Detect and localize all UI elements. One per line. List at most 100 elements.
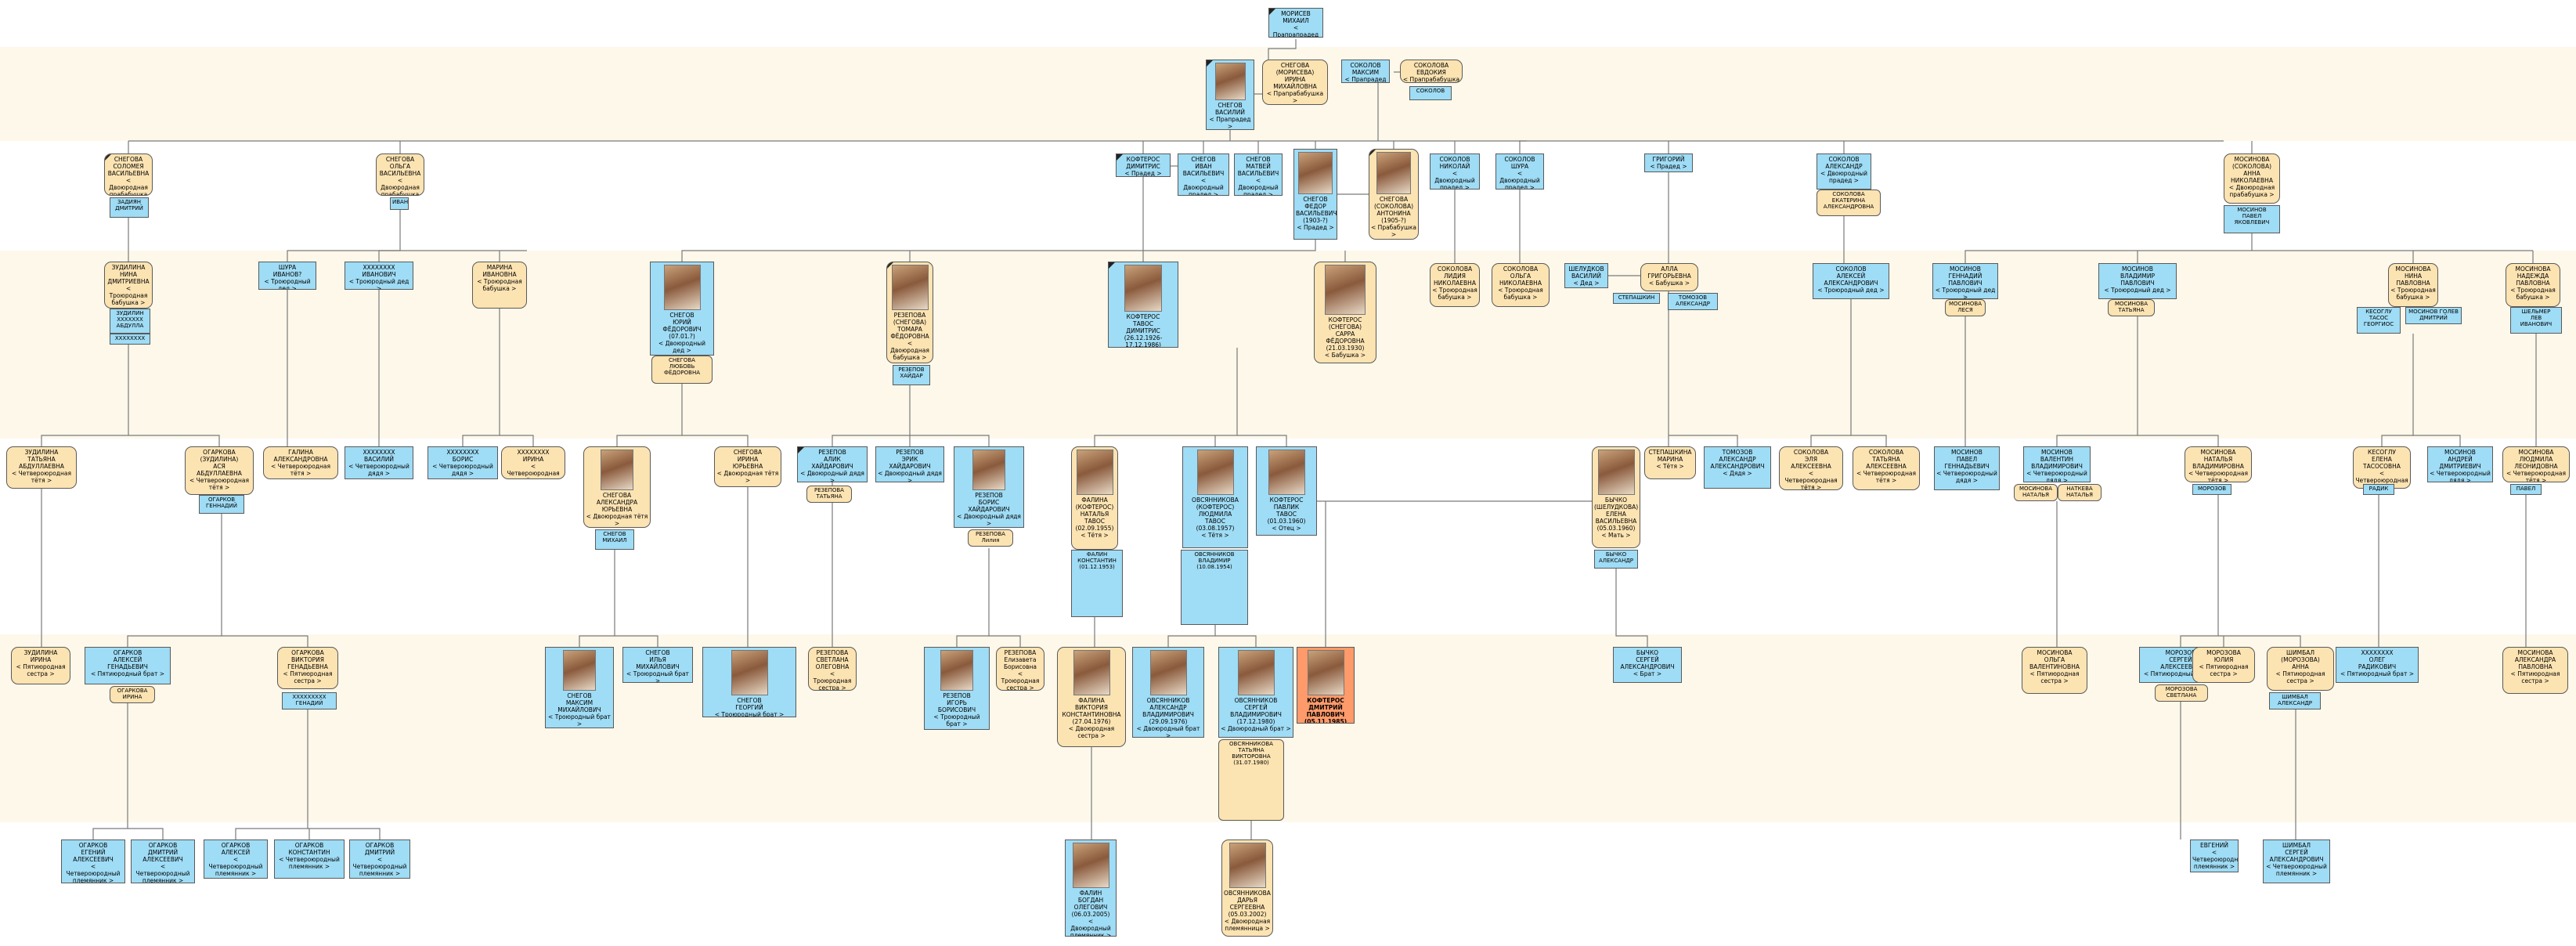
person-card-sn-maksim[interactable]: СНЕГОВ МАКСИМ МИХАЙЛОВИЧ< Троюродный бра… bbox=[545, 647, 614, 728]
spouse-card-sn-lyubov[interactable]: СНЕГОВА ЛЮБОВЬ ФЁДОРОВНА bbox=[651, 356, 713, 384]
person-card-sn-matvey[interactable]: СНЕГОВ МАТВЕЙ ВАСИЛЬЕВИЧ< Двоюродный пра… bbox=[1234, 153, 1283, 196]
person-card-rez-erik[interactable]: РЕЗЕПОВ ЭРИК ХАЙДАРОВИЧ< Двоюродный дядя… bbox=[875, 446, 944, 482]
spouse-card-fal-konstantin[interactable]: ФАЛИН КОНСТАНТИН (01.12.1953) bbox=[1071, 550, 1123, 617]
person-card-mos-aleksandra[interactable]: МОСИНОВА АЛЕКСАНДРА ПАВЛОВНА< Пятиюродна… bbox=[2502, 647, 2568, 694]
person-card-og-dmitriy-a[interactable]: ОГАРКОВ ДМИТРИЙ АЛЕКСЕЕВИЧ< Четвероюродн… bbox=[131, 839, 195, 883]
person-card-sn-irina-yu[interactable]: СНЕГОВА ИРИНА ЮРЬЕВНА< Двоюродная тётя > bbox=[714, 446, 781, 487]
person-card-rez-tamara[interactable]: РЕЗЕПОВА (СНЕГОВА) ТОМАРА ФЁДОРОВНА< Дво… bbox=[886, 262, 933, 363]
person-card-og-aleksey[interactable]: ОГАРКОВ АЛЕКСЕЙ ГЕНАДЬЕВИЧ< Пятиюродный … bbox=[85, 647, 171, 684]
person-card-ovs-aleksandr[interactable]: ОВСЯННИКОВ АЛЕКСАНДР ВЛАДИМИРОВИЧ (29.09… bbox=[1132, 647, 1204, 738]
person-card-zud-irina[interactable]: ЗУДИЛИНА ИРИНА< Пятиюродная сестра > bbox=[11, 647, 70, 684]
person-card-oleg-x[interactable]: XXXXXXXX ОЛЕГ РАДИКОВИЧ< Пятиюродный бра… bbox=[2336, 647, 2419, 683]
person-card-ivanov-x[interactable]: XXXXXXXX ИВАНОВИЧ< Троюродный дед > bbox=[345, 262, 413, 290]
person-card-mos-olga[interactable]: МОСИНОВА ОЛЬГА ВАЛЕНТИНОВНА< Пятиюродная… bbox=[2022, 647, 2087, 694]
person-card-sn-antonina[interactable]: СНЕГОВА (СОКОЛОВА) АНТОНИНА (1905-?)< Пр… bbox=[1369, 149, 1419, 240]
person-card-rez-elizaveta[interactable]: РЕЗЕПОВА Елизавета Борисовна< Троюродная… bbox=[996, 647, 1044, 691]
person-card-zud-nina[interactable]: ЗУДИЛИНА НИНА ДМИТРИЕВНА< Троюродная баб… bbox=[104, 262, 153, 309]
person-card-boris-x[interactable]: XXXXXXXX БОРИС< Четвероюродный дядя > bbox=[428, 446, 498, 479]
person-card-sok-nikolay[interactable]: СОКОЛОВ НИКОЛАЙ< Двоюродный прадед > bbox=[1430, 153, 1480, 190]
person-card-kof-tavos[interactable]: КОФТЕРОС ТАВОС ДИМИТРИС (26.12.1926-17.1… bbox=[1108, 262, 1178, 348]
person-card-sok-lidia[interactable]: СОКОЛОВА ЛИДИЯ НИКОЛАЕВНА< Троюродная ба… bbox=[1430, 263, 1480, 307]
spouse-card-zud-xxx[interactable]: XXXXXXXX bbox=[110, 334, 150, 345]
spouse-card-og-gennadiy[interactable]: ОГАРКОВ ГЕННАДИЙ bbox=[199, 495, 244, 514]
person-card-step-marina[interactable]: СТЕПАШКИНА МАРИНА< Тётя > bbox=[1644, 446, 1696, 479]
person-card-sn-ilya[interactable]: СНЕГОВ ИЛЬЯ МИХАЙЛОВИЧ< Троюродный брат … bbox=[622, 647, 693, 683]
person-card-bych-sergey[interactable]: БЫЧКО СЕРГЕЙ АЛЕКСАНДРОВИЧ< Брат > bbox=[1613, 647, 1682, 683]
person-card-rez-alik[interactable]: РЕЗЕПОВ АЛИК ХАЙДАРОВИЧ< Двоюродный дядя… bbox=[797, 446, 868, 482]
person-card-rez-boris[interactable]: РЕЗЕПОВ БОРИС ХАЙДАРОВИЧ< Двоюродный дяд… bbox=[954, 446, 1024, 528]
spouse-card-ovs-vladimir[interactable]: ОВСЯННИКОВ ВЛАДИМИР (10.08.1954) bbox=[1181, 550, 1248, 625]
spouse-card-rez-haydar[interactable]: РЕЗЕПОВ ХАЙДАР bbox=[893, 365, 930, 385]
person-card-sn-aleksandra[interactable]: СНЕГОВА АЛЕКСАНДРА ЮРЬЕВНА< Двоюродная т… bbox=[583, 446, 651, 528]
person-card-kof-dimitris[interactable]: КОФТЕРОС ДИМИТРИС< Прадед > bbox=[1116, 153, 1171, 177]
person-card-og-aleksey-g[interactable]: ОГАРКОВ АЛЕКСЕЙ< Четвероюродный племянни… bbox=[204, 839, 268, 879]
person-card-kof-dmitriy[interactable]: КОФТЕРОС ДМИТРИЙ ПАВЛОВИЧ (05.11.1985) bbox=[1297, 647, 1355, 724]
spouse-card-bych-aleksandr[interactable]: БЫЧКО АЛЕКСАНДР bbox=[1594, 550, 1638, 569]
person-card-kof-pavlik[interactable]: КОФТЕРОС ПАВЛИК ТАВОС (01.03.1960)< Отец… bbox=[1256, 446, 1317, 536]
spouse-card-ovs-tatyana[interactable]: ОВСЯННИКОВА ТАТЬЯНА ВИКТОРОВНА (31.07.19… bbox=[1218, 739, 1284, 821]
person-card-irina-x[interactable]: XXXXXXXX ИРИНА< Четвероюродная тётя > bbox=[501, 446, 565, 479]
spouse-card-sok-ekaterina[interactable]: СОКОЛОВА ЕКАТЕРИНА АЛЕКСАНДРОВНА bbox=[1817, 190, 1881, 216]
person-card-og-dmitriy-g[interactable]: ОГАРКОВ ДМИТРИЙ< Четвероюродный племянни… bbox=[349, 839, 410, 879]
spouse-card-mos-pavel[interactable]: МОСИНОВ ПАВЕЛ ЯКОВЛЕВИЧ bbox=[2224, 205, 2280, 233]
spouse-card-og-irina[interactable]: ОГАРКОВА ИРИНА bbox=[110, 686, 155, 703]
person-card-shura-ivanov[interactable]: ШУРА ИВАНОВ?< Троюродный дед > bbox=[258, 262, 316, 290]
spouse-card-stepashkin[interactable]: СТЕПАШКИН bbox=[1613, 293, 1660, 304]
person-card-zud-tatyana[interactable]: ЗУДИЛИНА ТАТЬЯНА АБДУЛЛАЕВНА< Четвероюро… bbox=[6, 446, 77, 489]
spouse-card-mos-dmitriy[interactable]: МОСИНОВ ГОЛЕВ ДМИТРИЙ bbox=[2405, 307, 2462, 324]
person-card-evgeniy[interactable]: ЕВГЕНИЙ< Четвероюродный племянник > bbox=[2190, 839, 2239, 872]
person-card-rez-svetlana[interactable]: РЕЗЕПОВА СВЕТЛАНА ОЛЕГОВНА< Троюродная с… bbox=[808, 647, 857, 691]
spouse-card-mor-svetlana[interactable]: МОРОЗОВА СВЕТЛАНА bbox=[2155, 684, 2208, 702]
spouse-card-mos-lesya[interactable]: МОСИНОВА ЛЕСЯ bbox=[1945, 299, 1986, 316]
person-card-galina[interactable]: ГАЛИНА АЛЕКСАНДРОВНА< Четвероюродная тёт… bbox=[263, 446, 338, 479]
person-card-vasiliy-x[interactable]: XXXXXXXX ВАСИЛИЙ< Четвероюродный дядя > bbox=[345, 446, 413, 479]
spouse-card-mos-tatyana[interactable]: МОСИНОВА ТАТЬЯНА bbox=[2108, 299, 2155, 316]
person-card-sn-irina[interactable]: СНЕГОВА (МОРИСЕВА) ИРИНА МИХАЙЛОВНА< Пра… bbox=[1262, 60, 1328, 105]
person-card-og-evgeniy[interactable]: ОГАРКОВ ЕГЕНИЙ АЛЕКСЕЕВИЧ< Четвероюродны… bbox=[61, 839, 125, 883]
person-card-fal-natalya[interactable]: ФАЛИНА (КОФТЕРОС) НАТАЛЬЯ ТАВОС (02.09.1… bbox=[1071, 446, 1118, 550]
spouse-card-ivan[interactable]: ИВАН bbox=[390, 197, 409, 210]
spouse-card-zadyan[interactable]: ЗАДИЯН ДМИТРИЙ bbox=[110, 197, 149, 218]
person-card-tom-aleksandr[interactable]: ТОМОЗОВ АЛЕКСАНДР АЛЕКСАНДРОВИЧ< Дядя > bbox=[1704, 446, 1771, 489]
person-card-sn-ivan[interactable]: СНЕГОВ ИВАН ВАСИЛЬЕВИЧ< Двоюродный праде… bbox=[1178, 153, 1229, 196]
person-card-iv-marina[interactable]: МАРИНА ИВАНОВНА< Троюродная бабушка > bbox=[472, 262, 527, 309]
person-card-ovs-darya[interactable]: ОВСЯННИКОВА ДАРЬЯ СЕРГЕЕВНА (05.03.2002)… bbox=[1221, 839, 1273, 937]
spouse-card-tomozov[interactable]: ТОМОЗОВ АЛЕКСАНДР bbox=[1668, 293, 1718, 310]
spouse-card-sokolov[interactable]: СОКОЛОВ bbox=[1409, 86, 1452, 100]
person-card-sn-georgiy[interactable]: СНЕГОВ ГЕОРГИЙ< Троюродный брат > bbox=[702, 647, 796, 717]
person-card-mos-ludmila[interactable]: МОСИНОВА ЛЮДМИЛА ЛЕОНИДОВНА< Четвероюрод… bbox=[2502, 446, 2570, 482]
spouse-card-shim-aleksandr[interactable]: ШИМБАЛ АЛЕКСАНДР bbox=[2269, 692, 2321, 710]
person-card-sok-tatyana[interactable]: СОКОЛОВА ТАТЬЯНА АЛЕКСЕЕВНА< Четвероюрод… bbox=[1853, 446, 1920, 490]
person-card-mos-gennadiy[interactable]: МОСИНОВ ГЕННАДИЙ ПАВЛОВИЧ< Троюродный де… bbox=[1932, 263, 1998, 299]
person-card-kes-elena[interactable]: КЕСОГЛУ ЕЛЕНА ТАСОСОВНА< Четвероюродная … bbox=[2353, 446, 2411, 489]
person-card-kof-sarra[interactable]: КОФТЕРОС (СНЕГОВА) САРРА ФЁДОРОВНА (21.0… bbox=[1314, 262, 1376, 363]
person-card-sn-fedor[interactable]: СНЕГОВ ФЕДОР ВАСИЛЬЕВИЧ (1903-?)< Прадед… bbox=[1293, 149, 1337, 240]
person-card-mos-valentin[interactable]: МОСИНОВ ВАЛЕНТИН ВЛАДИМИРОВИЧ< Четвероюр… bbox=[2023, 446, 2091, 482]
person-card-mos-pavel-g[interactable]: МОСИНОВ ПАВЕЛ ГЕННАДЬЕВИЧ< Четвероюродны… bbox=[1934, 446, 2000, 490]
person-card-mos-nina[interactable]: МОСИНОВА НИНА ПАВЛОВНА< Троюродная бабуш… bbox=[2388, 263, 2438, 307]
spouse-card-rez-lilia[interactable]: РЕЗЕПОВА Лилия bbox=[968, 529, 1013, 547]
person-card-sok-aleksandr[interactable]: СОКОЛОВ АЛЕКСАНДР< Двоюродный прадед > bbox=[1817, 153, 1871, 190]
person-card-sn-solomeya[interactable]: СНЕГОВА СОЛОМЕЯ ВАСИЛЬЕВНА< Двоюродная п… bbox=[104, 153, 153, 196]
person-card-sok-elya[interactable]: СОКОЛОВА ЭЛЯ АЛЕКСЕЕВНА< Четвероюродная … bbox=[1779, 446, 1843, 490]
person-card-mos-natalya-v[interactable]: МОСИНОВА НАТАЛЬЯ ВЛАДИМИРОВНА< Четвероюр… bbox=[2185, 446, 2252, 482]
person-card-ovs-sergey[interactable]: ОВСЯННИКОВ СЕРГЕЙ ВЛАДИМИРОВИЧ (17.12.19… bbox=[1218, 647, 1293, 738]
person-card-mos-andrey[interactable]: МОСИНОВ АНДРЕЙ ДМИТРИЕВИЧ< Четвероюродны… bbox=[2427, 446, 2493, 482]
spouse-card-shelmer[interactable]: ШЕЛЬМЕР ЛЕВ ИВАНОВИЧ bbox=[2510, 307, 2562, 334]
spouse-card-morozov[interactable]: МОРОЗОВ bbox=[2192, 484, 2231, 495]
spouse-card-og-gennadiy2[interactable]: XXXXXXXXX ГЕНАДИЙ bbox=[282, 692, 337, 710]
spouse-card-rez-tatyana[interactable]: РЕЗЕПОВА ТАТЬЯНА bbox=[806, 486, 852, 503]
person-card-sn-vasiliy[interactable]: СНЕГОВ ВАСИЛИЙ< Прапрадед > bbox=[1206, 60, 1254, 130]
person-card-bych-elena[interactable]: БЫЧКО (ШЕЛУДКОВА) ЕЛЕНА ВАСИЛЬЕВНА (05.0… bbox=[1592, 446, 1640, 548]
person-card-fal-bogdan[interactable]: ФАЛИН БОГДАН ОЛЕГОВИЧ (06.03.2005)< Двою… bbox=[1065, 839, 1117, 937]
spouse-card-nat-natalya[interactable]: НАТКЕВА НАТАЛЬЯ bbox=[2058, 484, 2102, 501]
person-card-alla[interactable]: АЛЛА ГРИГОРЬЕВНА< Бабушка > bbox=[1640, 263, 1698, 291]
person-card-mos-anna[interactable]: МОСИНОВА (СОКОЛОВА) АННА НИКОЛАЕВНА< Дво… bbox=[2224, 153, 2280, 204]
person-card-shim-sergey[interactable]: ШИМБАЛ СЕРГЕЙ АЛЕКСАНДРОВИЧ< Четвероюрод… bbox=[2263, 839, 2330, 883]
person-card-sok-shura[interactable]: СОКОЛОВ ШУРА< Двоюродный прадед > bbox=[1495, 153, 1544, 190]
spouse-card-zud-abdulla[interactable]: ЗУДИЛИН XXXXXXX АБДУЛЛА bbox=[110, 309, 150, 334]
person-card-og-konstantin[interactable]: ОГАРКОВ КОНСТАНТИН< Четвероюродный племя… bbox=[274, 839, 345, 879]
person-card-sok-olga-n[interactable]: СОКОЛОВА ОЛЬГА НИКОЛАЕВНА< Троюродная ба… bbox=[1492, 263, 1550, 307]
spouse-card-radik[interactable]: РАДИК bbox=[2363, 484, 2394, 495]
spouse-card-mos-natalya[interactable]: МОСИНОВА НАТАЛЬЯ bbox=[2014, 484, 2058, 501]
